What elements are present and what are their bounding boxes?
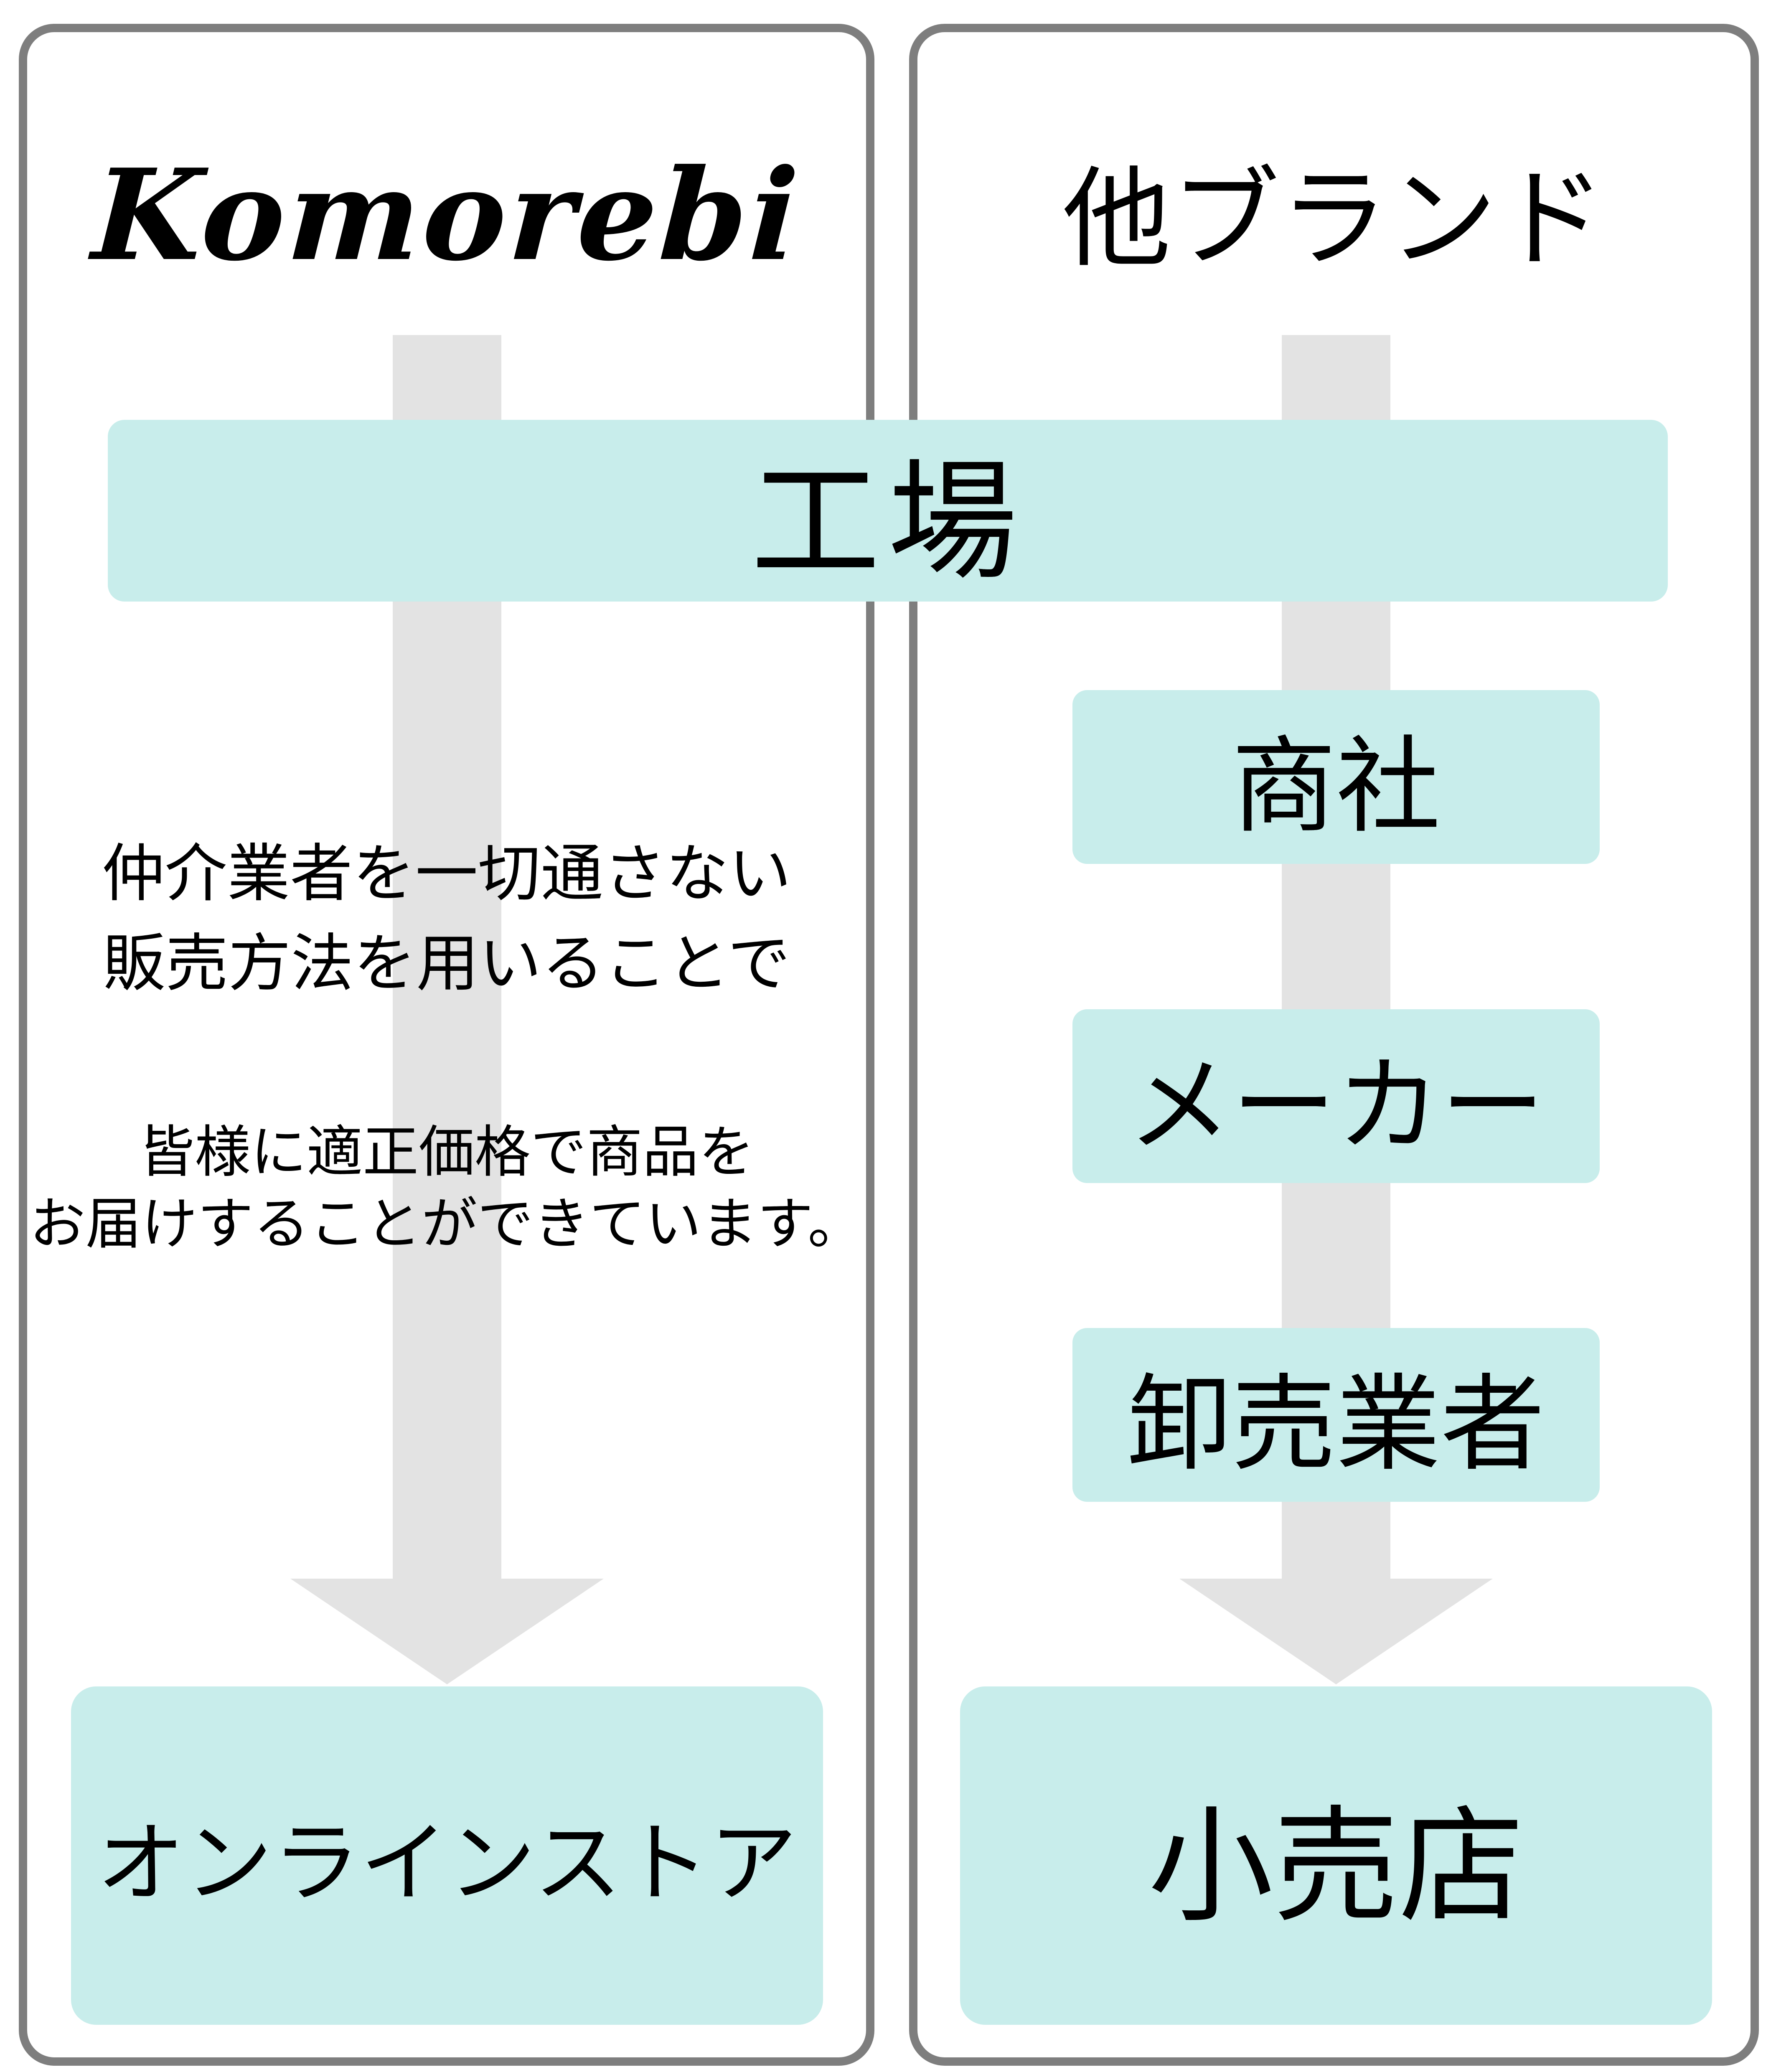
retail-store-label: 小売店 [1148,1794,1524,1940]
komorebi-description-block1: 仲介業者を一切通さない 販売方法を用いることで [19,829,874,1009]
step-wholesaler: 卸売業者 [1072,1328,1600,1502]
step-label: メーカー [1127,1045,1545,1166]
description-line: 皆様に適正価格で商品を [138,1120,755,1185]
komorebi-description-block2: 皆様に適正価格で商品を お届けすることができています。 [19,1116,874,1260]
komorebi-flow-arrow [290,335,604,1684]
komorebi-title: Komorebi [89,141,804,289]
factory-node: 工場 [108,420,1668,602]
description-line: お届けすることができています。 [29,1191,864,1257]
step-label: 商社 [1232,726,1441,847]
description-line: 販売方法を用いることで [103,927,790,1000]
step-trading-company: 商社 [1072,690,1600,864]
online-store-label: オンラインストア [97,1812,797,1915]
other-brands-title: 他ブランド [1062,156,1606,282]
factory-label: 工場 [751,447,1025,598]
step-label: 卸売業者 [1127,1364,1545,1485]
retail-store-node: 小売店 [960,1686,1712,2025]
online-store-node: オンラインストア [71,1686,823,2025]
description-line: 仲介業者を一切通さない [102,838,791,910]
step-manufacturer: メーカー [1072,1009,1600,1183]
